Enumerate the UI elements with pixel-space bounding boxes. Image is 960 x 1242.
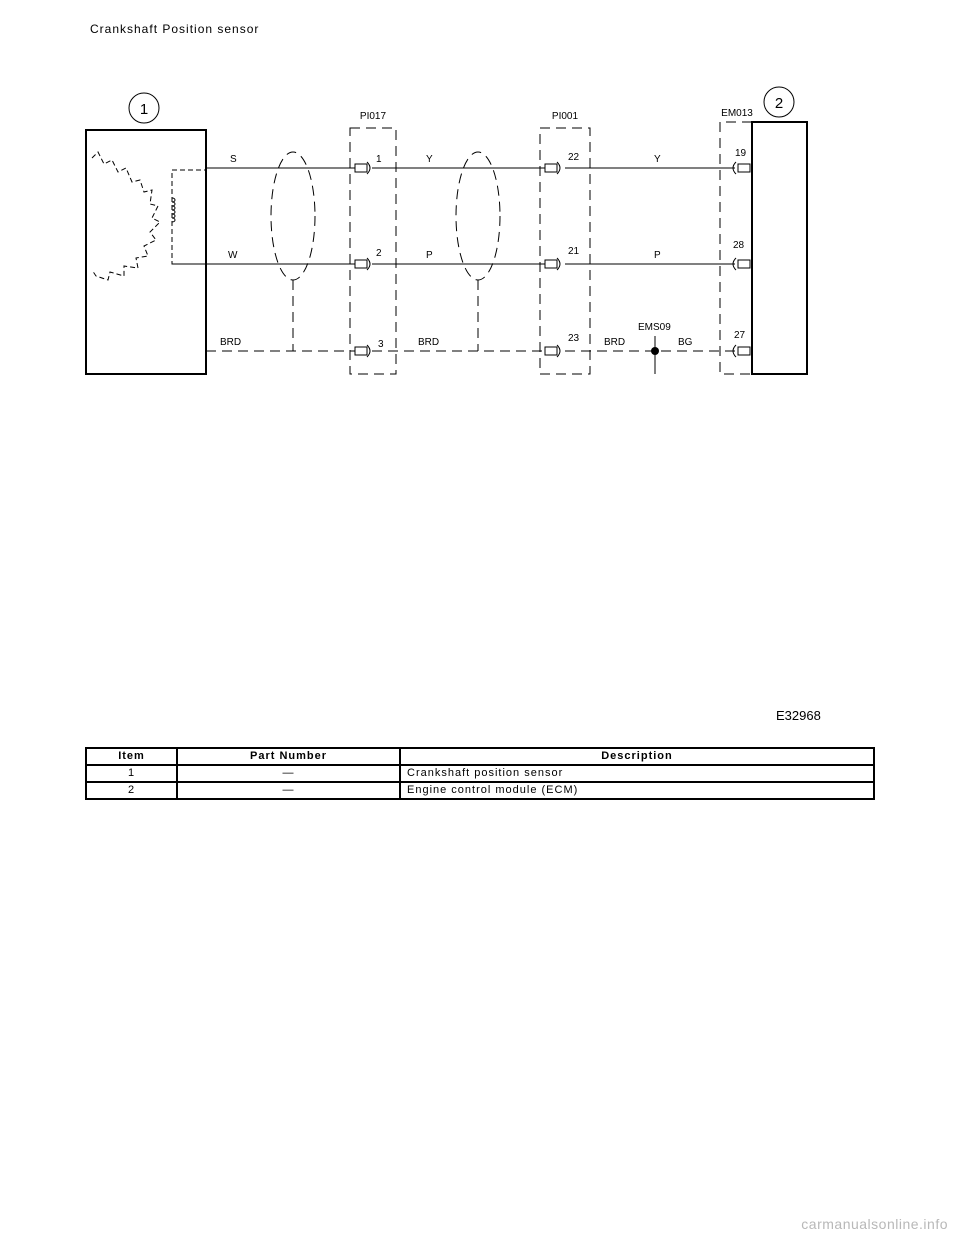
shield-oval-1 — [270, 151, 316, 281]
connector-pi017-label: PI017 — [360, 111, 387, 122]
figure-id: E32968 — [776, 708, 821, 723]
table-row: 2 — Engine control module (ECM) — [85, 781, 875, 800]
row1-description: Crankshaft position sensor — [399, 764, 875, 783]
wire3-ecm-pin: 27 — [734, 330, 746, 341]
callout-1-label: 1 — [140, 101, 148, 118]
pickup-coil-bracket — [171, 169, 207, 265]
wire2-color-sensor: W — [228, 250, 238, 261]
pickup-coil-winding — [171, 197, 176, 223]
wire1-color-mid: Y — [426, 154, 433, 165]
connector-pi017-housing — [349, 127, 397, 375]
table-row: 1 — Crankshaft position sensor — [85, 764, 875, 783]
wire3-color-mid: BRD — [418, 337, 439, 348]
wire1-color-ecm: Y — [654, 154, 661, 165]
wire1-ecm-pin: 19 — [735, 148, 747, 159]
connector-em013-housing — [719, 121, 752, 375]
column-header-item: Item — [85, 747, 178, 766]
wire-return — [172, 257, 751, 271]
connector-em013-label: EM013 — [721, 108, 753, 119]
wire2-color-mid: P — [426, 250, 433, 261]
connector-pi001-housing — [539, 127, 591, 375]
reluctor-wheel — [91, 151, 161, 281]
page-title: Crankshaft Position sensor — [90, 22, 260, 36]
row2-part-number: — — [176, 781, 401, 800]
splice-label: EMS09 — [638, 322, 671, 333]
callout-1-circle — [128, 92, 160, 124]
wire1-color-sensor: S — [230, 154, 237, 165]
wire-signal — [206, 161, 751, 175]
wire2-ecm-pin: 28 — [733, 240, 745, 251]
watermark: carmanualsonline.info — [801, 1216, 948, 1232]
column-header-part-number: Part Number — [176, 747, 401, 766]
wire2-pi017-pin: 2 — [376, 248, 382, 259]
row1-part-number: — — [176, 764, 401, 783]
splice-dot — [651, 347, 659, 355]
wire3-color-ecm: BG — [678, 337, 693, 348]
wire2-color-ecm: P — [654, 250, 661, 261]
callout-2-circle — [763, 86, 795, 118]
table-header-row: Item Part Number Description — [85, 747, 875, 766]
wire3-color-ecm-left: BRD — [604, 337, 625, 348]
row2-item: 2 — [85, 781, 178, 800]
shield-oval-2 — [455, 151, 501, 281]
column-header-description: Description — [399, 747, 875, 766]
parts-table: Item Part Number Description 1 — Cranksh… — [85, 747, 875, 800]
row1-item: 1 — [85, 764, 178, 783]
wire1-pi017-pin: 1 — [376, 154, 382, 165]
wire3-pi017-pin: 3 — [378, 339, 384, 350]
wire-screen — [206, 336, 751, 374]
wiring-diagram: 1 2 PI017 PI001 EM013 S 1 Y 22 Y 19 — [85, 86, 821, 723]
ecm-box — [751, 121, 808, 375]
row2-description: Engine control module (ECM) — [399, 781, 875, 800]
connector-pi001-label: PI001 — [552, 111, 579, 122]
wire3-pi001-pin: 23 — [568, 333, 580, 344]
wire2-pi001-pin: 21 — [568, 246, 580, 257]
wire3-color-sensor: BRD — [220, 337, 241, 348]
callout-2-label: 2 — [775, 95, 783, 112]
wire1-pi001-pin: 22 — [568, 152, 580, 163]
